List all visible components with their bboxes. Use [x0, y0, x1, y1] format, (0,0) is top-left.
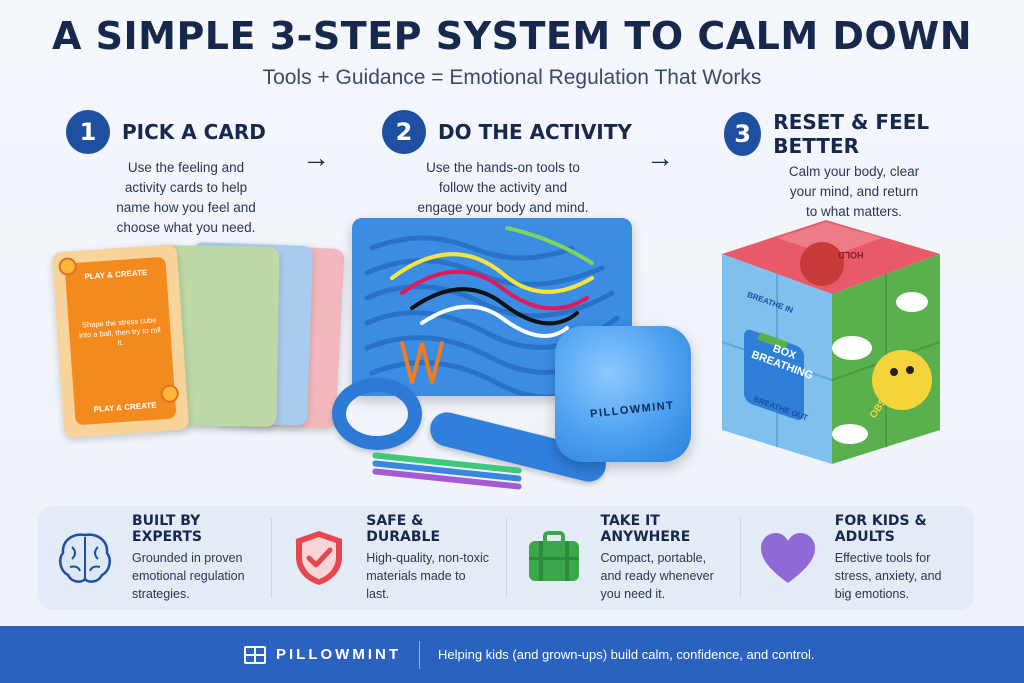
- step-2: 2 DO THE ACTIVITY Use the hands-on tools…: [382, 110, 642, 218]
- fidget-ring: [332, 378, 422, 450]
- card-face: PLAY & CREATE Shape the stress cube into…: [58, 256, 180, 426]
- step-1: 1 PICK A CARD Use the feeling and activi…: [66, 110, 286, 238]
- stress-cube: [555, 326, 691, 462]
- feature-desc-line: materials made to: [366, 569, 466, 583]
- footer-brand: PILLOWMINT: [244, 645, 401, 664]
- gift-box-logo-icon: [244, 645, 266, 664]
- feature-desc-line: and ready whenever: [600, 569, 714, 583]
- card-orange: PLAY & CREATE Shape the stress cube into…: [51, 243, 190, 439]
- cloud-icon: [832, 336, 872, 360]
- step-2-title: DO THE ACTIVITY: [438, 120, 632, 144]
- feature-desc-line: big emotions.: [834, 587, 910, 601]
- step-1-desc-line: activity cards to help: [124, 180, 248, 195]
- arrow-right-icon: →: [646, 142, 674, 173]
- maze-grooves: [364, 226, 620, 396]
- step-3-desc-line: Calm your body, clear: [788, 164, 920, 179]
- sun-icon: [160, 384, 180, 404]
- shield-check-icon: [296, 531, 343, 585]
- feature-title: SAFE & DURABLE: [366, 513, 441, 545]
- feature-title: BUILT BY EXPERTS: [132, 513, 202, 545]
- cloud-icon: [832, 424, 868, 444]
- feature-desc-line: Compact, portable,: [600, 551, 707, 565]
- feature-safe-durable: SAFE & DURABLE High-quality, non-toxic m…: [272, 513, 507, 601]
- step-1-desc-line: Use the feeling and: [127, 160, 245, 175]
- features-panel: BUILT BY EXPERTS Grounded in proven emot…: [38, 506, 974, 610]
- box-breathing-panel: [744, 329, 804, 420]
- page-title: A SIMPLE 3-STEP SYSTEM TO CALM DOWN: [52, 14, 972, 58]
- step-3-desc-line: to what matters.: [805, 204, 903, 219]
- suitcase-icon: [528, 531, 579, 581]
- step-1-number: 1: [66, 110, 110, 154]
- feature-kids-adults: FOR KIDS & ADULTS Effective tools for st…: [741, 513, 974, 601]
- card-body-text: Shape the stress cube into a ball, then …: [78, 315, 161, 348]
- footer-bar: PILLOWMINT Helping kids (and grown-ups) …: [0, 626, 1024, 683]
- step-3-description: Calm your body, clear your mind, and ret…: [754, 162, 954, 222]
- step-2-desc-line: engage your body and mind.: [417, 200, 589, 215]
- feature-title: TAKE IT ANYWHERE: [600, 513, 691, 545]
- step-3-title: RESET & FEEL BETTER: [773, 110, 930, 158]
- page-subtitle: Tools + Guidance = Emotional Regulation …: [262, 66, 762, 89]
- footer-tagline: Helping kids (and grown-ups) build calm,…: [437, 647, 815, 662]
- step-3: 3 RESET & FEEL BETTER Calm your body, cl…: [724, 110, 984, 222]
- feature-desc-line: emotional regulation: [132, 569, 245, 583]
- feature-title: FOR KIDS & ADULTS: [834, 513, 927, 545]
- feature-desc-line: Effective tools for: [834, 551, 931, 565]
- feature-description: Effective tools for stress, anxiety, and…: [835, 549, 964, 603]
- feature-description: High-quality, non-toxic materials made t…: [366, 549, 495, 603]
- cloud-icon: [896, 292, 928, 312]
- feature-desc-line: strategies.: [132, 587, 190, 601]
- card-bottom-label: PLAY & CREATE: [93, 400, 157, 415]
- step-1-desc-line: choose what you need.: [116, 220, 256, 235]
- step-2-number: 2: [382, 110, 426, 154]
- brand-name: PILLOWMINT: [276, 646, 401, 663]
- step-1-desc-line: name how you feel and: [116, 200, 256, 215]
- card-top-label: PLAY & CREATE: [84, 267, 148, 282]
- brain-icon: [59, 533, 111, 583]
- step-2-desc-line: follow the activity and: [438, 180, 568, 195]
- feature-desc-line: Grounded in proven: [132, 551, 243, 565]
- feature-take-anywhere: TAKE IT ANYWHERE Compact, portable, and …: [507, 513, 741, 601]
- feature-desc-line: High-quality, non-toxic: [366, 551, 489, 565]
- step-2-desc-line: Use the hands-on tools to: [426, 160, 580, 175]
- step-3-desc-line: your mind, and return: [789, 184, 919, 199]
- step-2-description: Use the hands-on tools to follow the act…: [398, 158, 608, 218]
- hold-label: HOLD: [838, 250, 864, 260]
- maze-board: [352, 218, 632, 396]
- feature-built-by-experts: BUILT BY EXPERTS Grounded in proven emot…: [38, 513, 273, 601]
- heart-icon: [760, 533, 815, 583]
- feature-description: Compact, portable, and ready whenever yo…: [601, 549, 730, 603]
- step-3-number: 3: [724, 112, 762, 156]
- breathing-cube: BREATHE IN BOX BREATHING BREATHE OUT HOL…: [721, 220, 941, 464]
- footer-divider: [418, 640, 420, 669]
- feature-description: Grounded in proven emotional regulation …: [132, 549, 261, 603]
- step-1-title: PICK A CARD: [122, 120, 266, 144]
- step-1-description: Use the feeling and activity cards to he…: [86, 158, 286, 238]
- smiley-sun-icon: [872, 350, 932, 410]
- feature-desc-line: last.: [366, 587, 390, 601]
- feature-desc-line: you need it.: [600, 587, 666, 601]
- feature-desc-line: stress, anxiety, and: [834, 569, 942, 583]
- activity-cards-illustration: PLAY & CREATE Shape the stress cube into…: [50, 238, 345, 448]
- arrow-right-icon: →: [302, 142, 330, 173]
- red-blob-icon: [800, 242, 844, 286]
- cube-top-accent: [777, 222, 882, 256]
